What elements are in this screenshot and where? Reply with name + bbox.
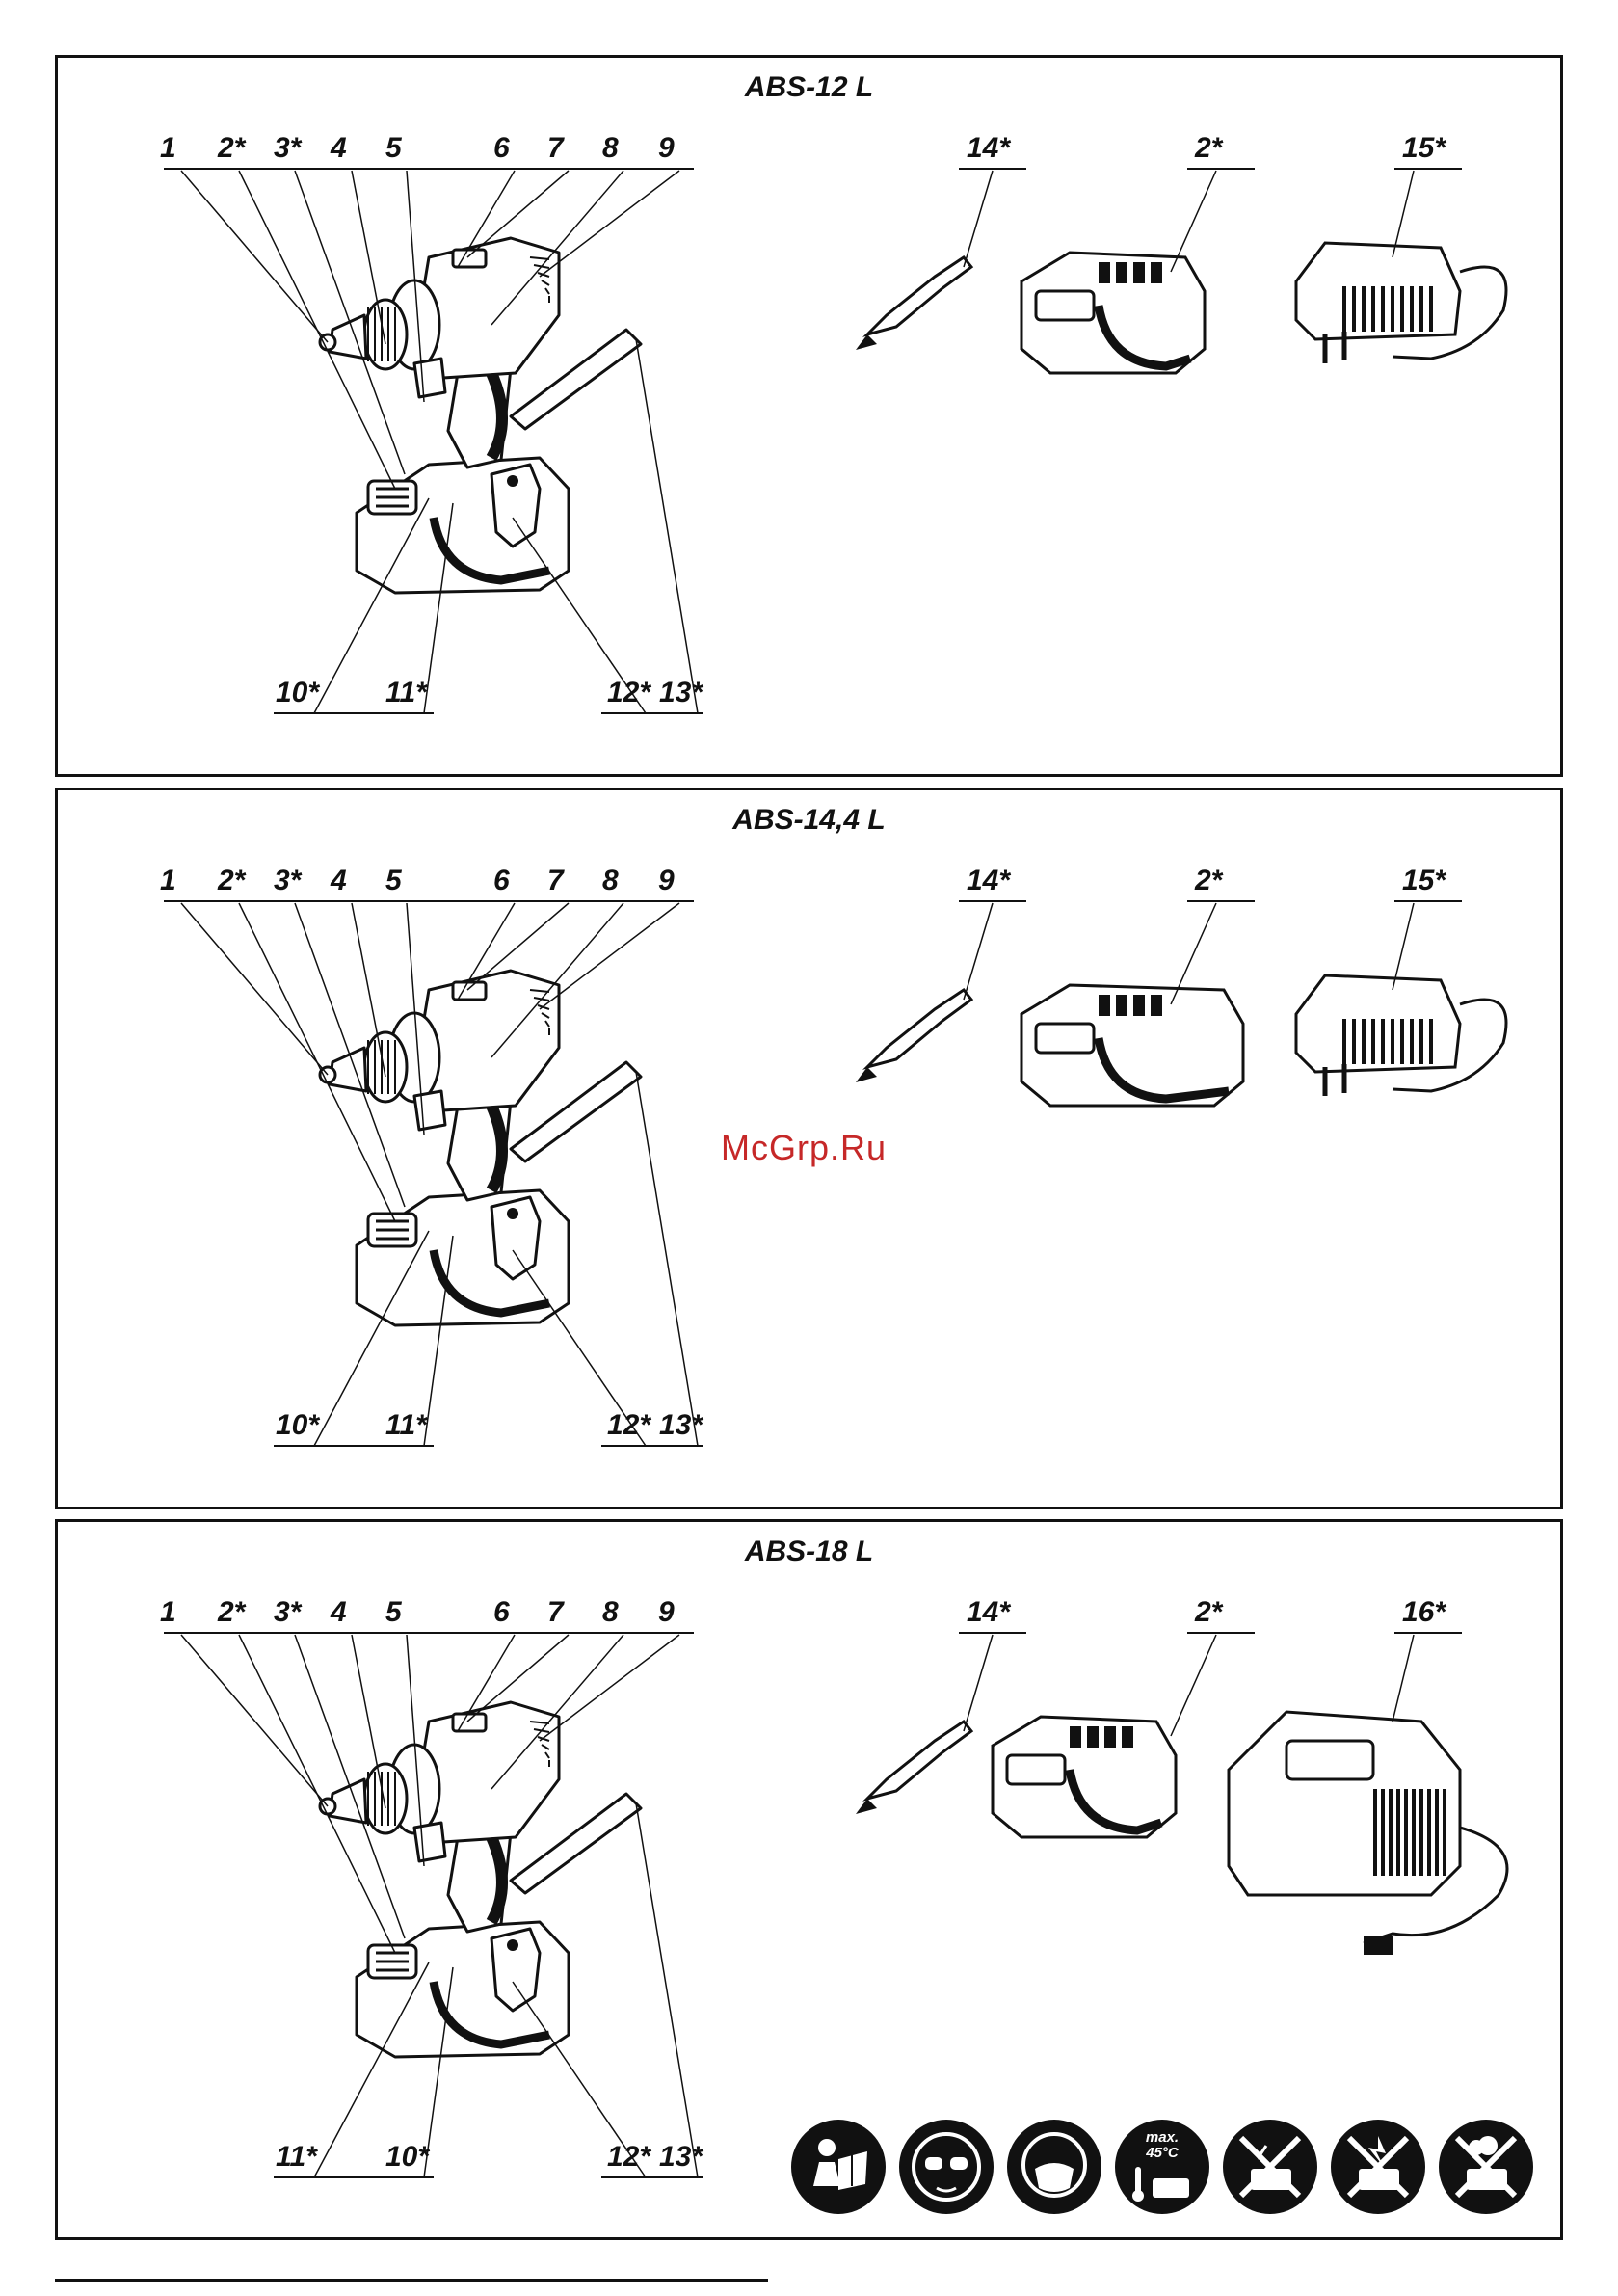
no-fire-battery-icon	[1330, 2119, 1426, 2215]
footer-rule	[55, 2279, 768, 2282]
safety-goggles-icon	[898, 2119, 995, 2215]
panel-art-0	[164, 169, 1506, 713]
trigger	[414, 359, 445, 397]
max-temperature-icon: max.45°C	[1114, 2119, 1210, 2215]
bit	[867, 990, 971, 1067]
trigger	[414, 1091, 445, 1130]
bit	[867, 1722, 971, 1799]
charger-body	[1296, 243, 1460, 339]
charger-body	[1296, 975, 1460, 1072]
read-manual-icon	[790, 2119, 887, 2215]
panel-art-1	[164, 901, 1506, 1446]
watermark: McGrp.Ru	[721, 1128, 887, 1168]
bit	[867, 257, 971, 334]
max-temperature-text: max.	[1114, 2130, 1210, 2145]
trigger	[414, 1823, 445, 1861]
dust-mask-icon	[1006, 2119, 1102, 2215]
no-rain-battery-icon	[1438, 2119, 1534, 2215]
panel-art-2	[164, 1633, 1507, 2177]
max-temperature-value: 45°C	[1114, 2146, 1210, 2160]
no-water-battery-icon	[1222, 2119, 1318, 2215]
